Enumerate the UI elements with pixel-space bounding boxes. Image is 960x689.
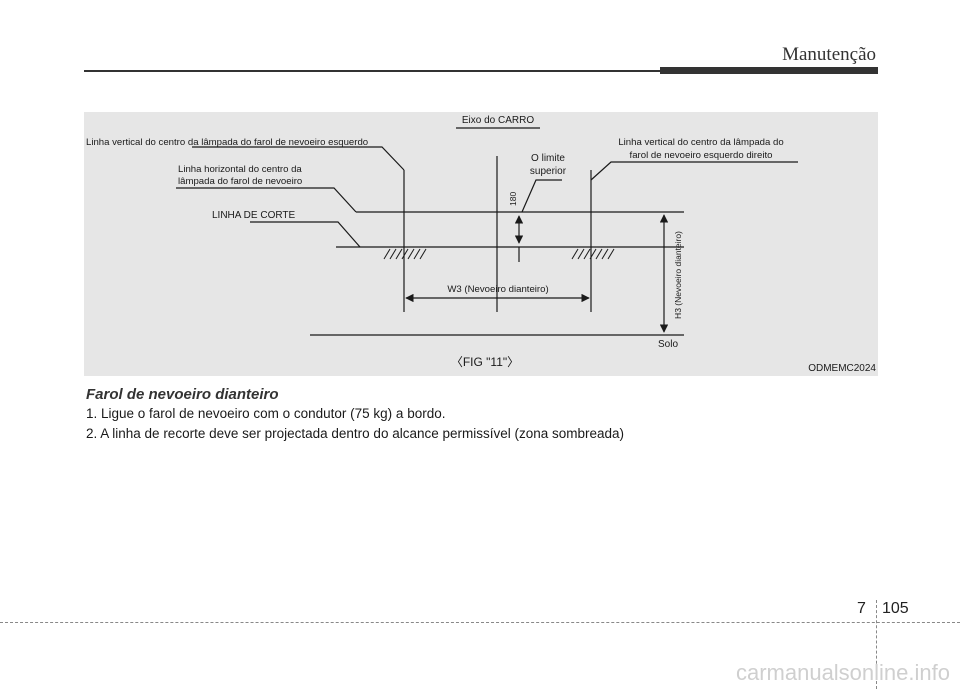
label-eixo: Eixo do CARRO [462,115,534,126]
page-header-title: Manutenção [782,44,876,65]
footer-rule [0,622,960,623]
aiming-diagram: Eixo do CARRO Linha vertical do centro d… [86,115,876,374]
label-horizontal-2: lâmpada do farol de nevoeiro [178,176,302,187]
label-solo: Solo [658,339,678,350]
page-number: 105 [882,600,909,617]
label-vertical-left: Linha vertical do centro da lâmpada do f… [86,137,368,148]
label-h3: H3 (Nevoeiro dianteiro) [673,231,683,319]
leader-limite [521,179,562,213]
footer-divider [876,600,877,689]
instruction-step-1: 1. Ligue o farol de nevoeiro com o condu… [86,406,446,421]
label-corte: LINHA DE CORTE [212,210,295,221]
label-dim-180: 180 [508,192,518,206]
header-tab [660,67,878,74]
leader-horizontal [176,187,357,213]
label-vertical-right-1: Linha vertical do centro da lâmpada do [618,137,783,148]
section-title: Farol de nevoeiro dianteiro [86,386,279,403]
leader-vertical-left [192,146,405,171]
label-limite-1: O limite [531,153,565,164]
label-horizontal-1: Linha horizontal do centro da [178,164,302,175]
hatch-zone-right [571,248,615,260]
figure-code: ODMEMC2024 [808,363,876,374]
instruction-step-2: 2. A linha de recorte deve ser projectad… [86,426,625,441]
hatch-zone-left [383,248,427,260]
fog-light-aiming-figure: Eixo do CARRO Linha vertical do centro d… [84,112,878,376]
header-rule [84,70,660,72]
leader-vertical-right [590,161,798,181]
figure-caption: 〈FIG "11"〉 [451,355,519,369]
watermark: carmanualsonline.info [735,660,950,685]
label-w3: W3 (Nevoeiro dianteiro) [447,284,548,295]
label-vertical-right-2: farol de nevoeiro esquerdo direito [630,150,773,161]
chapter-number: 7 [857,600,866,617]
leader-corte [250,221,361,248]
label-limite-2: superior [530,166,567,177]
